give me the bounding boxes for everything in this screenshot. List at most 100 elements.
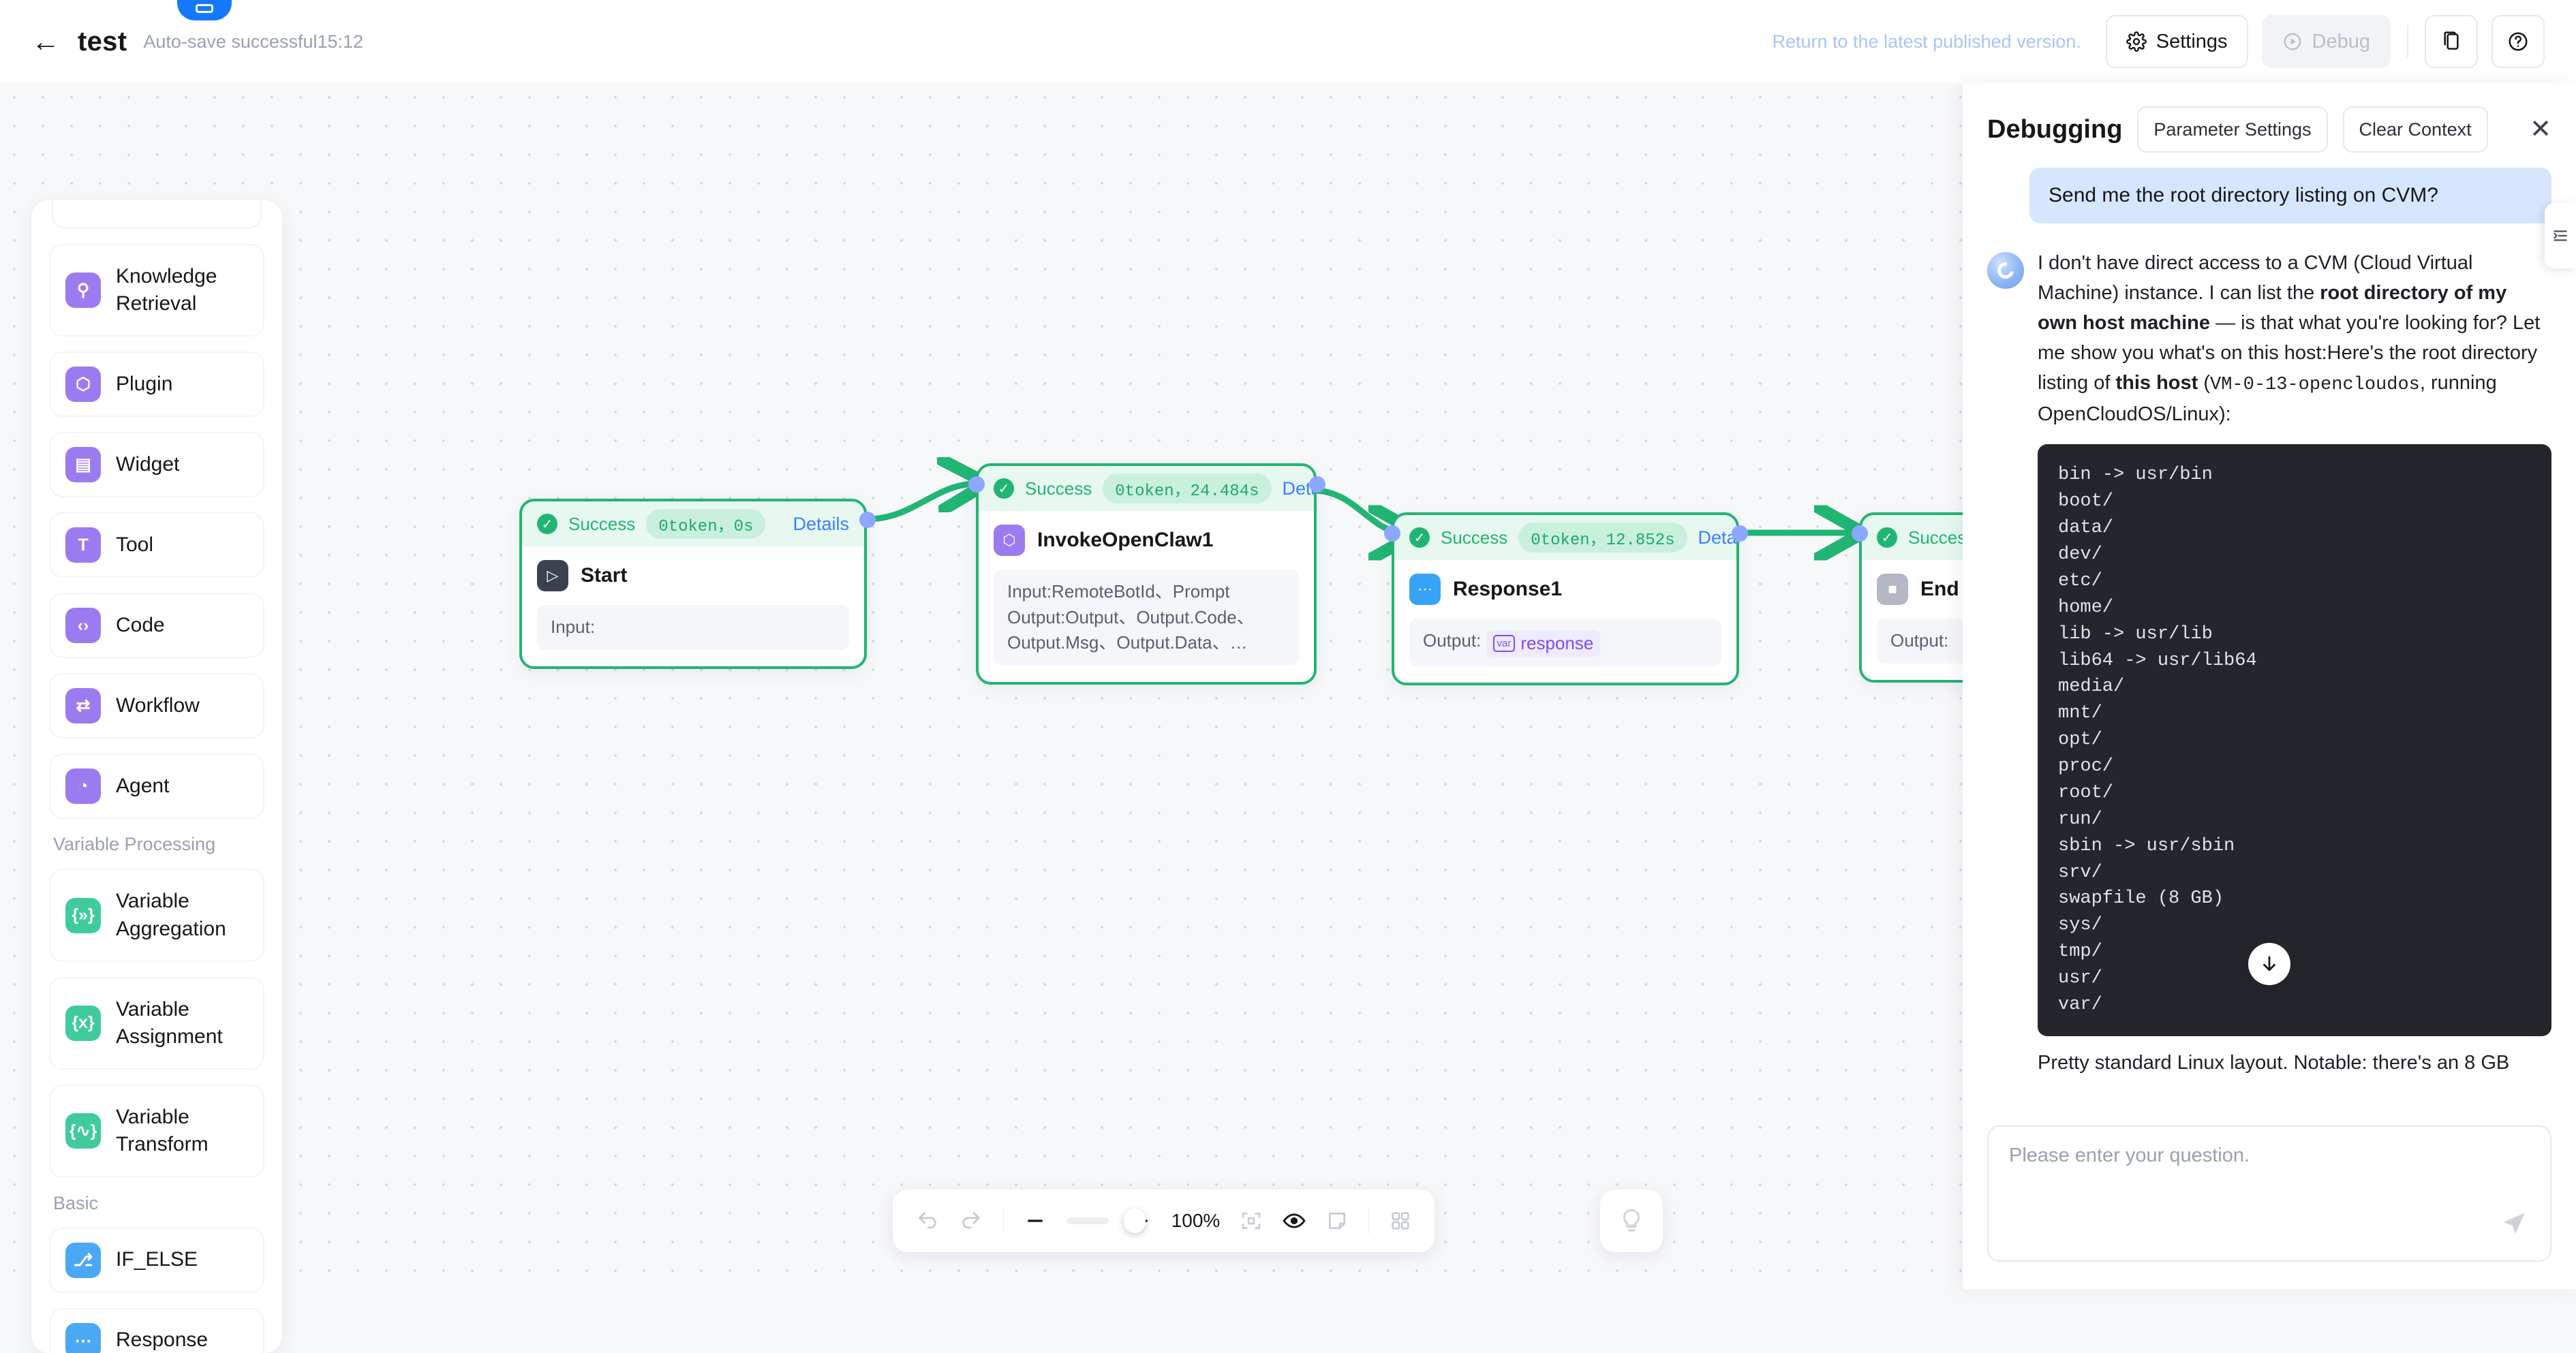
node-group-title-basic: Basic [53,1193,264,1214]
node-input-port[interactable] [1384,525,1400,542]
sticky-note-icon[interactable] [1326,1210,1348,1232]
node-item-if-else[interactable]: ⎇ IF_ELSE [49,1228,264,1293]
variable-chip: var response [1486,630,1601,657]
success-check-icon: ✓ [1877,527,1897,548]
avatar [1987,252,2024,289]
node-output-field: Output: var response [1409,619,1721,666]
zoom-level-label: 100% [1171,1210,1221,1232]
var-tag: var [1493,635,1516,652]
node-item-tool[interactable]: T Tool [49,512,264,578]
parameter-settings-button[interactable]: Parameter Settings [2137,106,2327,153]
end-node-icon: ■ [1877,574,1908,605]
plugin-icon: ⬡ [65,367,101,402]
grid-layout-icon[interactable] [1390,1210,1411,1232]
node-item-widget[interactable]: ▤ Widget [49,432,264,497]
node-library-scroll[interactable]: ⚲ Knowledge Retrieval ⬡ Plugin ▤ Widget … [49,200,264,1353]
if-else-icon: ⎇ [65,1243,101,1278]
var-name: response [1520,631,1593,657]
return-to-published-link[interactable]: Return to the latest published version. [1772,31,2081,52]
node-item-label: Workflow [116,692,200,719]
node-item-knowledge-retrieval[interactable]: ⚲ Knowledge Retrieval [49,244,264,337]
node-item-label: Knowledge Retrieval [116,263,248,317]
variable-aggregation-icon: {»} [65,898,101,933]
node-metrics-badge: 0token，0s [646,509,765,539]
node-metrics-badge: 0token，24.484s [1103,473,1271,503]
node-input-field: Input: [537,605,849,650]
undo-icon[interactable] [916,1209,939,1232]
eye-icon[interactable] [1283,1209,1306,1232]
question-input[interactable]: Please enter your question. [1987,1125,2551,1262]
success-check-icon: ✓ [1409,527,1430,548]
node-title: End [1920,578,1959,601]
widget-icon: ▤ [65,447,101,482]
node-item-label: IF_ELSE [116,1246,198,1273]
node-details-link[interactable]: Details [793,514,849,535]
fit-view-icon[interactable] [1240,1210,1262,1232]
node-output-port[interactable] [859,512,876,528]
workflow-node-start[interactable]: ✓ Success 0token，0s Details ▷ Start Inpu… [519,499,867,669]
back-arrow-icon[interactable]: ← [31,27,60,56]
knowledge-retrieval-icon: ⚲ [65,273,101,308]
help-button[interactable] [2491,15,2545,68]
debug-conversation[interactable]: Send me the root directory listing on CV… [1963,168,2576,1125]
node-item-variable-transform[interactable]: {∿} Variable Transform [49,1085,264,1177]
node-item-workflow[interactable]: ⇄ Workflow [49,673,264,738]
node-item-code[interactable]: ‹› Code [49,593,264,658]
node-status-text: Success [568,514,635,535]
node-title: Response1 [1453,578,1562,601]
zoom-slider-knob[interactable] [1124,1209,1146,1233]
question-input-placeholder: Please enter your question. [2009,1145,2530,1167]
node-item-label: Tool [116,531,153,559]
copy-button[interactable] [2425,15,2478,68]
node-item-label: Agent [116,773,169,800]
page-title: test [78,27,127,57]
node-library-panel[interactable]: ⚲ Knowledge Retrieval ⬡ Plugin ▤ Widget … [31,200,282,1353]
debug-button[interactable]: Debug [2262,15,2391,68]
redo-icon[interactable] [960,1209,983,1232]
node-item-label: Variable Transform [116,1104,248,1158]
node-title: InvokeOpenClaw1 [1037,529,1213,552]
code-icon: ‹› [65,608,101,643]
node-item-variable-aggregation[interactable]: {»} Variable Aggregation [49,869,264,961]
scroll-down-icon[interactable] [2248,943,2290,985]
node-output-port[interactable] [1732,525,1748,542]
send-icon[interactable] [2500,1208,2530,1241]
debug-input-area: Please enter your question. [1963,1125,2576,1289]
node-item-plugin[interactable]: ⬡ Plugin [49,352,264,417]
top-tab-handle[interactable] [177,0,232,20]
assistant-host-name: VM-0-13-opencloudos [2210,375,2420,395]
toolbar-divider [2407,25,2408,58]
node-item-agent[interactable]: ◔ Agent [49,753,264,819]
node-item-label: Widget [116,451,179,478]
node-input-port[interactable] [968,476,985,493]
node-item-label: Variable Assignment [116,996,248,1051]
assistant-tail-paragraph: Pretty standard Linux layout. Notable: t… [2038,1048,2551,1078]
agent-icon: ◔ [65,768,101,804]
clear-context-button[interactable]: Clear Context [2343,106,2488,153]
debug-panel-header: Debugging Parameter Settings Clear Conte… [1963,83,2576,168]
collapse-panel-icon[interactable] [2545,203,2576,268]
node-item-response[interactable]: ⋯ Response [49,1308,264,1353]
node-output-port[interactable] [1309,476,1325,493]
node-library-partial-item[interactable] [52,200,262,229]
node-io-field: Input:RemoteBotId、Prompt Output:Output、O… [994,570,1299,666]
node-input-port[interactable] [1852,525,1868,542]
node-status-bar: ✓ Success 0token，12.852s Details [1394,515,1736,560]
zoom-slider[interactable] [1067,1217,1109,1224]
canvas-zoom-toolbar[interactable]: 100% [893,1189,1435,1252]
close-icon[interactable]: ✕ [2530,116,2551,142]
minus-icon[interactable] [1024,1210,1046,1232]
start-node-icon: ▷ [537,560,568,591]
assistant-bold-part: this host [2115,372,2198,394]
workflow-icon: ⇄ [65,688,101,724]
workflow-node-response1[interactable]: ✓ Success 0token，12.852s Details ⋯ Respo… [1392,512,1739,685]
hint-lightbulb-button[interactable] [1600,1189,1663,1252]
node-item-label: Variable Aggregation [116,888,248,942]
node-title: Start [581,564,627,587]
node-status-bar: ✓ Success 0token，24.484s Details [979,466,1314,511]
workflow-node-invokeopenclaw1[interactable]: ✓ Success 0token，24.484s Details ⬡ Invok… [976,463,1317,685]
node-item-variable-assignment[interactable]: {x} Variable Assignment [49,977,264,1070]
node-group-title-variable-processing: Variable Processing [53,834,264,855]
autosave-status: Auto-save successful15:12 [143,31,363,52]
settings-button[interactable]: Settings [2106,15,2248,68]
